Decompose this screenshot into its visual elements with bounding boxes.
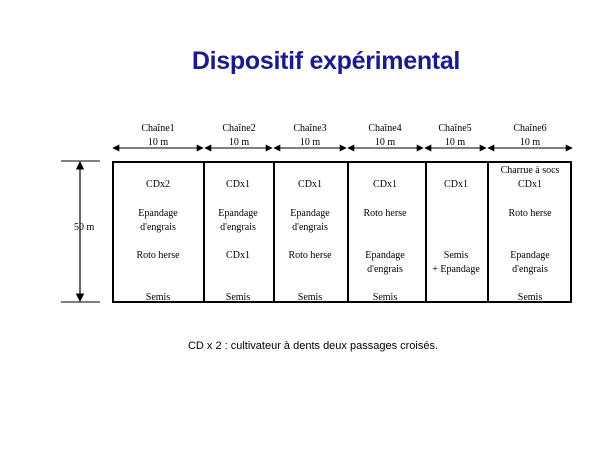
height-label: 50 m [74,222,95,233]
plot-divider [273,163,275,301]
plot-step-cell: Epandage d'engrais [138,207,177,235]
plot-step-cell: Epandage d'engrais [290,207,329,235]
plot-step-cell: CDx1 [226,249,250,263]
plot-step-text: Semis [443,250,469,261]
plot-step-text: Roto herse [288,250,332,261]
footnote: CD x 2 : cultivateur à dents deux passag… [187,340,439,352]
plot-step-text: d'engrais [512,264,548,275]
plot-step-text: Semis [372,292,398,303]
plot-step-text: CDx1 [444,179,468,190]
plot-step-cell: Roto herse [363,207,406,221]
plot-step-text: Epandage [365,250,405,261]
plot-step-text: Epandage [138,208,178,219]
plot-step-cell: Roto herse [136,249,179,263]
vertical-height-arrow [61,160,100,303]
chain-width: 10 m [519,137,541,148]
chain-label-5: Chaîne5 10 m [415,122,495,150]
plot-step-cell: CDx1 [226,178,250,192]
chain-label-3: Chaîne3 10 m [270,122,350,150]
plot-step-cell: Roto herse [288,249,331,263]
plot-step-text: Epandage [510,250,550,261]
chain-label-4: Chaîne4 10 m [345,122,425,150]
chain-width: 10 m [374,137,396,148]
plot-step-text: Roto herse [508,208,552,219]
plot-step-text: Roto herse [136,250,180,261]
plot-step-text: Semis [297,292,323,303]
plot-step-cell: Epandage d'engrais [365,249,404,277]
plot-step-text: CDx1 [518,179,542,190]
plot-step-text: CDx1 [298,179,322,190]
chain-name: Chaîne1 [141,123,175,134]
plot-step-text: Roto herse [363,208,407,219]
plot-step-text: CDx2 [146,179,170,190]
plot-step-text: d'engrais [140,222,176,233]
plot-step-cell: Semis [298,291,322,305]
plot-step-cell: CDx1 [373,178,397,192]
plot-step-cell: CDx2 [146,178,170,192]
plot-step-cell: CDx1 [298,178,322,192]
plot-divider [203,163,205,301]
chain-name: Chaîne4 [368,123,402,134]
plot-step-cell: Semis + Epandage [432,249,480,277]
chain-name: Chaîne2 [222,123,256,134]
page-title: Dispositif expérimental [191,47,461,75]
plot-step-text: Semis [145,292,171,303]
plot-step-text: d'engrais [220,222,256,233]
plot-step-cell: Semis [226,291,250,305]
plot-step-text: CDx1 [373,179,397,190]
plot-divider [425,163,427,301]
plot-step-text: d'engrais [367,264,403,275]
plot-step-text: + Epandage [432,264,480,275]
plot-step-cell: Roto herse [508,207,551,221]
plot-divider [347,163,349,301]
chain-label-6: Chaîne6 10 m [490,122,570,150]
plot-step-text: Epandage [290,208,330,219]
plot-step-cell: Epandage d'engrais [218,207,257,235]
plot-step-text: d'engrais [292,222,328,233]
plot-step-cell: CDx1 [444,178,468,192]
plot-step-text: CDx1 [226,250,250,261]
plot-step-text: Epandage [218,208,258,219]
chain-name: Chaîne3 [293,123,327,134]
chain-name: Chaîne5 [438,123,472,134]
chain-width: 10 m [228,137,250,148]
plot-divider [487,163,489,301]
plot-step-text: Charrue à socs [500,165,560,176]
chain-width: 10 m [299,137,321,148]
field-plots [112,161,572,303]
plot-step-cell: Semis [146,291,170,305]
plot-step-text: Semis [225,292,251,303]
plot-step-text: CDx1 [226,179,250,190]
plot-step-cell: Epandage d'engrais [510,249,549,277]
plot-step-cell: Semis [518,291,542,305]
chain-name: Chaîne6 [513,123,547,134]
chain-label-1: Chaîne1 10 m [118,122,198,150]
chain-width: 10 m [147,137,169,148]
plot-step-cell: Semis [373,291,397,305]
chain-label-2: Chaîne2 10 m [199,122,279,150]
plot-step-text: Semis [517,292,543,303]
chain-width: 10 m [444,137,466,148]
